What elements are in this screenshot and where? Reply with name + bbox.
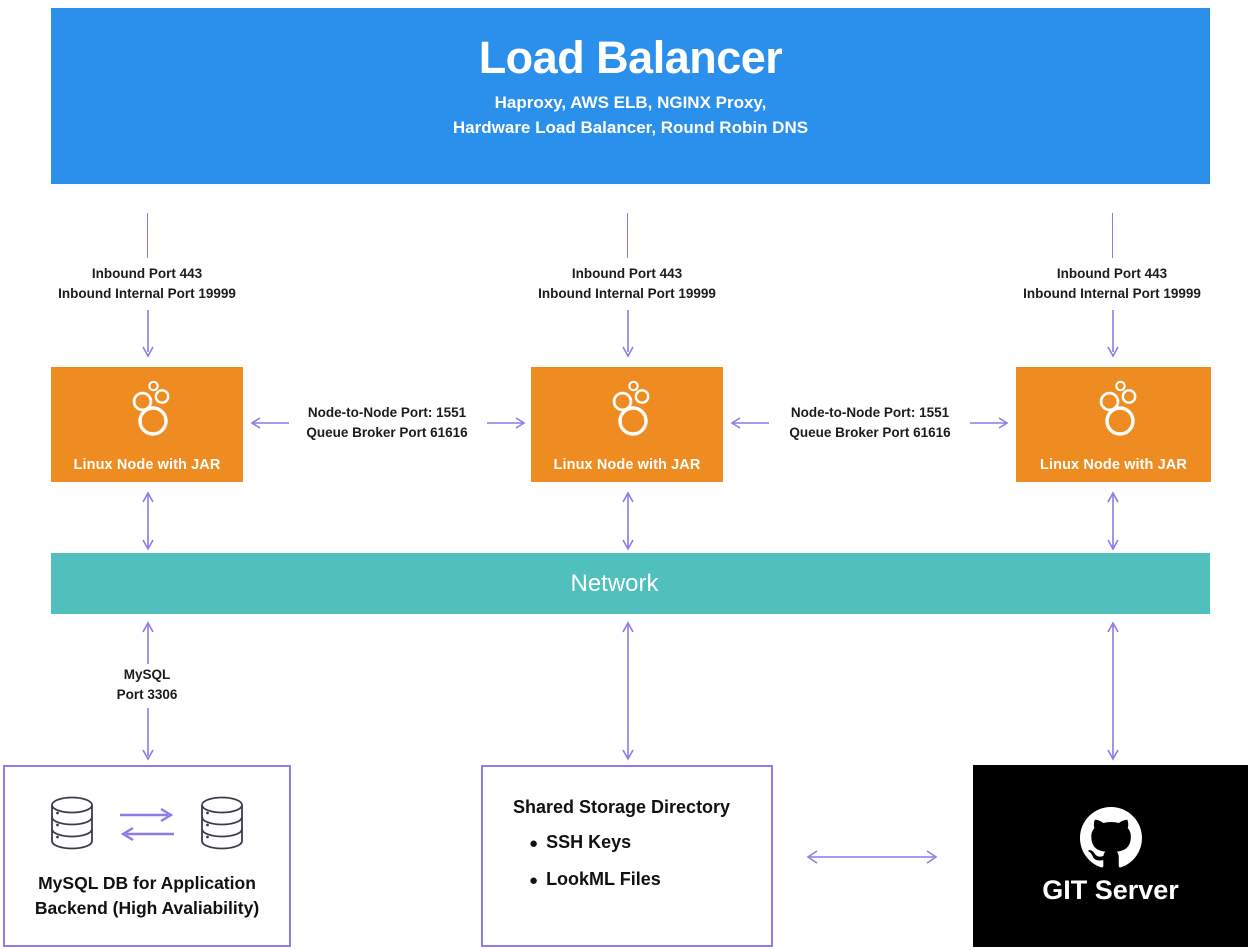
database-icon-primary — [51, 796, 93, 850]
inbound-label-2: Inbound Port 443 Inbound Internal Port 1… — [527, 264, 727, 303]
git-server-box[interactable]: GIT Server — [973, 765, 1248, 947]
node-link-label-2-line2: Queue Broker Port 61616 — [789, 424, 951, 440]
arrow-storage-to-git — [806, 850, 938, 864]
arrow-network-to-git — [1107, 621, 1119, 761]
linux-node-2[interactable]: Linux Node with JAR — [531, 367, 723, 482]
inbound-label-1: Inbound Port 443 Inbound Internal Port 1… — [47, 264, 247, 303]
mysql-link-label: MySQL Port 3306 — [47, 665, 247, 704]
node-cluster-icon — [1099, 380, 1136, 436]
linux-node-1[interactable]: Linux Node with JAR — [51, 367, 243, 482]
arrow-network-to-db-lower — [142, 708, 154, 761]
db-replication-icons — [5, 793, 289, 855]
arrow-node1-to-node2-left — [250, 417, 289, 429]
github-octocat-icon — [1079, 806, 1142, 867]
inbound-label-3-line2: Inbound Internal Port 19999 — [1023, 285, 1201, 301]
arrow-lb-to-node-3 — [1107, 310, 1119, 358]
mysql-link-label-line2: Port 3306 — [116, 686, 178, 702]
network-label: Network — [570, 569, 659, 597]
shared-storage-box[interactable]: Shared Storage Directory ● SSH Keys ● Look… — [481, 765, 773, 947]
mysql-db-caption-line1: MySQL DB for Application — [38, 873, 256, 893]
bullet-icon: ● — [529, 835, 539, 852]
load-balancer-subtitle-line1: Haproxy, AWS ELB, NGINX Proxy, — [494, 93, 767, 113]
node-link-label-2-line1: Node-to-Node Port: 1551 — [790, 405, 950, 420]
inbound-label-1-line2: Inbound Internal Port 19999 — [58, 285, 236, 301]
shared-storage-item-label: LookML Files — [546, 869, 661, 889]
linux-node-3-label: Linux Node with JAR — [1040, 457, 1187, 473]
inbound-label-1-line1: Inbound Port 443 — [91, 266, 203, 281]
node-link-label-1: Node-to-Node Port: 1551 Queue Broker Por… — [289, 403, 485, 442]
linux-node-2-label: Linux Node with JAR — [553, 457, 701, 473]
load-balancer-box: Load Balancer Haproxy, AWS ELB, NGINX Pr… — [51, 8, 1210, 184]
arrow-node2-to-node3-left — [730, 417, 769, 429]
list-item: ● LookML Files — [529, 869, 771, 890]
git-server-label: GIT Server — [1042, 874, 1179, 905]
inbound-label-3: Inbound Port 443 Inbound Internal Port 1… — [1012, 264, 1212, 303]
arrow-node2-to-node3-right — [970, 417, 1009, 429]
arrow-network-to-storage — [622, 621, 634, 761]
node-cluster-icon — [132, 380, 170, 436]
load-balancer-title: Load Balancer — [478, 32, 783, 83]
db-replication-arrows-icon — [120, 807, 174, 842]
linux-node-3[interactable]: Linux Node with JAR — [1016, 367, 1211, 482]
network-bar: Network — [51, 553, 1210, 614]
arrow-network-to-db-upper — [142, 621, 154, 664]
linux-node-1-label: Linux Node with JAR — [73, 457, 221, 473]
inbound-label-3-line1: Inbound Port 443 — [1056, 266, 1168, 281]
arrow-node2-network — [622, 491, 634, 551]
connector-lb-to-node-1-upper — [147, 213, 148, 258]
arrow-lb-to-node-1 — [142, 310, 154, 358]
shared-storage-item-label: SSH Keys — [546, 832, 632, 852]
inbound-label-2-line2: Inbound Internal Port 19999 — [538, 285, 716, 301]
database-icon-replica — [201, 796, 243, 850]
arrow-node1-network — [142, 491, 154, 551]
arrow-node1-to-node2-right — [487, 417, 526, 429]
mysql-db-caption-line2: Backend (High Avaliability) — [34, 898, 260, 919]
connector-lb-to-node-2-upper — [627, 213, 628, 258]
mysql-db-caption: MySQL DB for Application Backend (High A… — [5, 871, 289, 922]
node-link-label-1-line1: Node-to-Node Port: 1551 — [307, 405, 467, 420]
node-cluster-icon — [612, 380, 650, 436]
node-link-label-1-line2: Queue Broker Port 61616 — [306, 424, 468, 440]
node-link-label-2: Node-to-Node Port: 1551 Queue Broker Por… — [772, 403, 968, 442]
load-balancer-subtitle-line2: Hardware Load Balancer, Round Robin DNS — [452, 117, 809, 137]
inbound-label-2-line1: Inbound Port 443 — [571, 266, 683, 281]
load-balancer-subtitle: Haproxy, AWS ELB, NGINX Proxy, Hardware … — [453, 91, 808, 140]
arrow-node3-network — [1107, 491, 1119, 551]
shared-storage-list: ● SSH Keys ● LookML Files — [529, 832, 771, 890]
shared-storage-title: Shared Storage Directory — [513, 797, 731, 817]
connector-lb-to-node-3-upper — [1112, 213, 1113, 258]
list-item: ● SSH Keys — [529, 832, 771, 853]
arrow-lb-to-node-2 — [622, 310, 634, 358]
bullet-icon: ● — [529, 872, 539, 889]
mysql-link-label-line1: MySQL — [123, 667, 171, 682]
mysql-db-box[interactable]: MySQL DB for Application Backend (High A… — [3, 765, 291, 947]
